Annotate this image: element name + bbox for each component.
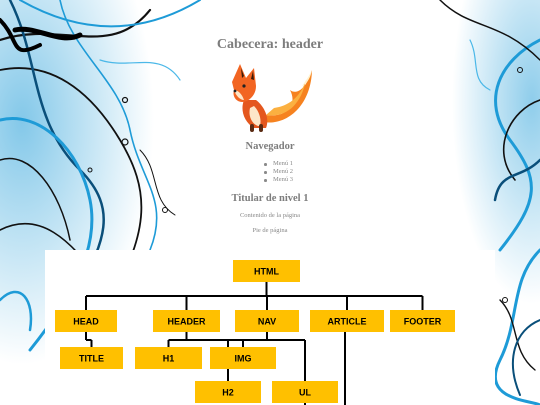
node-label-html: HTML: [254, 267, 279, 277]
diagram-edges: [85, 282, 424, 405]
h1-heading: Titular de nivel 1: [231, 193, 309, 204]
node-label-article: ARTICLE: [328, 317, 367, 327]
diagram-node-header: HEADER: [153, 310, 220, 332]
page-title: Cabecera: header: [216, 37, 324, 52]
node-label-h1: H1: [163, 354, 175, 364]
dom-tree-diagram: HTML HEAD HEADER NAV ARTICLE FOOTER TITLE H1 IMG…: [45, 250, 495, 405]
diagram-node-h2: H2: [195, 381, 261, 403]
diagram-node-head: HEAD: [55, 310, 117, 332]
diagram-node-footer: FOOTER: [390, 310, 455, 332]
dom-tree-svg: HTML HEAD HEADER NAV ARTICLE FOOTER TITLE H1 IMG…: [55, 260, 455, 405]
node-box-img: [210, 347, 276, 369]
node-label-header: HEADER: [167, 317, 206, 327]
article-content: Contenido de la página: [239, 212, 301, 219]
node-box-h2: [195, 381, 261, 403]
node-label-img: IMG: [235, 354, 252, 364]
diagram-node-title: TITLE: [60, 347, 123, 369]
diagram-node-html: HTML: [233, 260, 300, 282]
nav-menu-item[interactable]: Menú 2: [264, 168, 333, 176]
diagram-node-nav: NAV: [235, 310, 299, 332]
node-box-header: [153, 310, 220, 332]
node-label-footer: FOOTER: [404, 317, 442, 327]
node-box-head: [55, 310, 117, 332]
nav-menu-list: Menú 1 Menú 2 Menú 3: [0, 160, 540, 184]
diagram-node-h1: H1: [135, 347, 202, 369]
node-box-h1: [135, 347, 202, 369]
fox-logo-icon: [232, 64, 312, 132]
footer-text: Pie de página: [252, 227, 288, 234]
node-label-nav: NAV: [258, 317, 276, 327]
nav-heading: Navegador: [245, 141, 295, 152]
node-box-html: [233, 260, 300, 282]
node-label-title: TITLE: [79, 354, 104, 364]
right-swirls: [439, 0, 540, 405]
node-label-head: HEAD: [73, 317, 99, 327]
diagram-node-img: IMG: [210, 347, 276, 369]
node-box-title: [60, 347, 123, 369]
node-label-h2: H2: [222, 388, 234, 398]
diagram-nodes: HTML HEAD HEADER NAV ARTICLE FOOTER TITLE H1 IMG…: [55, 260, 455, 403]
node-label-ul: UL: [299, 388, 311, 398]
diagram-node-ul: UL: [272, 381, 338, 403]
node-box-article: [310, 310, 384, 332]
nav-menu-item[interactable]: Menú 1: [264, 160, 333, 168]
node-box-nav: [235, 310, 299, 332]
node-box-ul: [272, 381, 338, 403]
node-box-footer: [390, 310, 455, 332]
diagram-node-article: ARTICLE: [310, 310, 384, 332]
nav-menu-item[interactable]: Menú 3: [264, 176, 333, 184]
